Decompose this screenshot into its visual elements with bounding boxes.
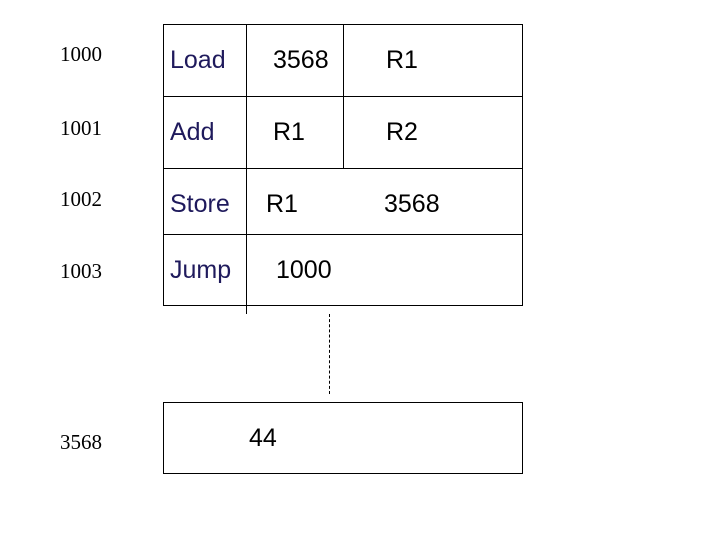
operand2-cell: R1 (386, 46, 418, 74)
opcode-cell: Jump (170, 256, 232, 284)
operand1-cell: 1000 (276, 256, 332, 284)
operand2-cell: R2 (386, 118, 418, 146)
data-memory-cell (163, 402, 523, 474)
row-divider (163, 234, 523, 235)
opcode-cell: Add (170, 118, 215, 146)
operand2-cell: 3568 (384, 190, 440, 218)
operand1-cell: 3568 (273, 46, 329, 74)
data-cell-value: 44 (249, 424, 277, 452)
operand1-cell: R1 (266, 190, 298, 218)
column-divider-operand (343, 24, 344, 168)
instruction-block-right-border (522, 24, 523, 306)
address-label: 1002 (60, 187, 102, 211)
column-divider-opcode (246, 24, 247, 314)
opcode-cell: Load (170, 46, 226, 74)
memory-gap-dashed-line (329, 314, 330, 394)
operand1-cell: R1 (273, 118, 305, 146)
address-label: 1000 (60, 42, 102, 66)
instruction-block-left-border (163, 24, 164, 306)
row-divider (163, 168, 523, 169)
address-label: 3568 (60, 430, 102, 454)
address-label: 1003 (60, 259, 102, 283)
opcode-cell: Store (170, 190, 230, 218)
address-label: 1001 (60, 116, 102, 140)
instruction-block-bottom-border (163, 305, 523, 306)
